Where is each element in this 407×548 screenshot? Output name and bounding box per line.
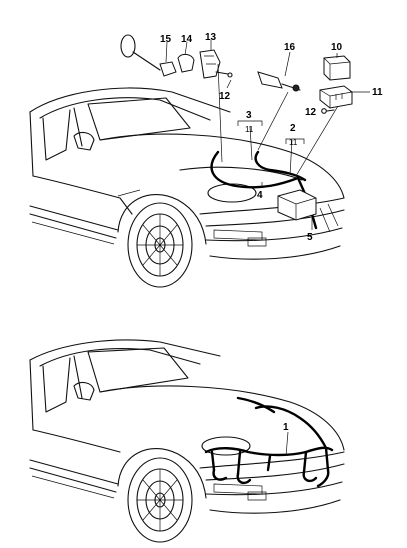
callout-3-sub: 11 — [245, 125, 254, 134]
part-13-holder — [199, 49, 221, 79]
part-15-cap — [120, 34, 161, 71]
bottom-car-illustration — [29, 339, 345, 543]
callout-1: 1 — [283, 422, 289, 433]
part-14-bulb — [177, 53, 195, 73]
callout-2: 2 — [290, 123, 296, 134]
callout-labels: 15 14 13 16 10 12 11 12 3 11 2 11 4 5 1 — [160, 32, 383, 433]
callout-15: 15 — [160, 34, 172, 45]
part-12-screw-b — [321, 108, 335, 114]
callout-12-a: 12 — [219, 91, 231, 102]
part-15-socket — [159, 61, 177, 77]
bottom-wiring-harness — [204, 396, 334, 488]
callout-12-b: 12 — [305, 107, 317, 118]
relay-box-component — [277, 189, 317, 221]
callout-14: 14 — [181, 34, 193, 45]
part-11-relay-base — [319, 85, 353, 109]
top-leader-lines — [165, 40, 370, 230]
callout-11: 11 — [372, 87, 383, 98]
callout-1-leader — [285, 431, 289, 457]
callout-16: 16 — [284, 42, 296, 53]
callout-10: 10 — [331, 42, 343, 53]
callout-5: 5 — [307, 232, 313, 243]
top-car-illustration — [29, 87, 345, 288]
callout-2-sub: 11 — [289, 138, 298, 147]
part-10-relay — [323, 55, 351, 81]
callout-13: 13 — [205, 32, 217, 43]
part-16-sensor — [257, 71, 301, 92]
callout-3: 3 — [246, 110, 252, 121]
callout-4: 4 — [257, 190, 263, 201]
